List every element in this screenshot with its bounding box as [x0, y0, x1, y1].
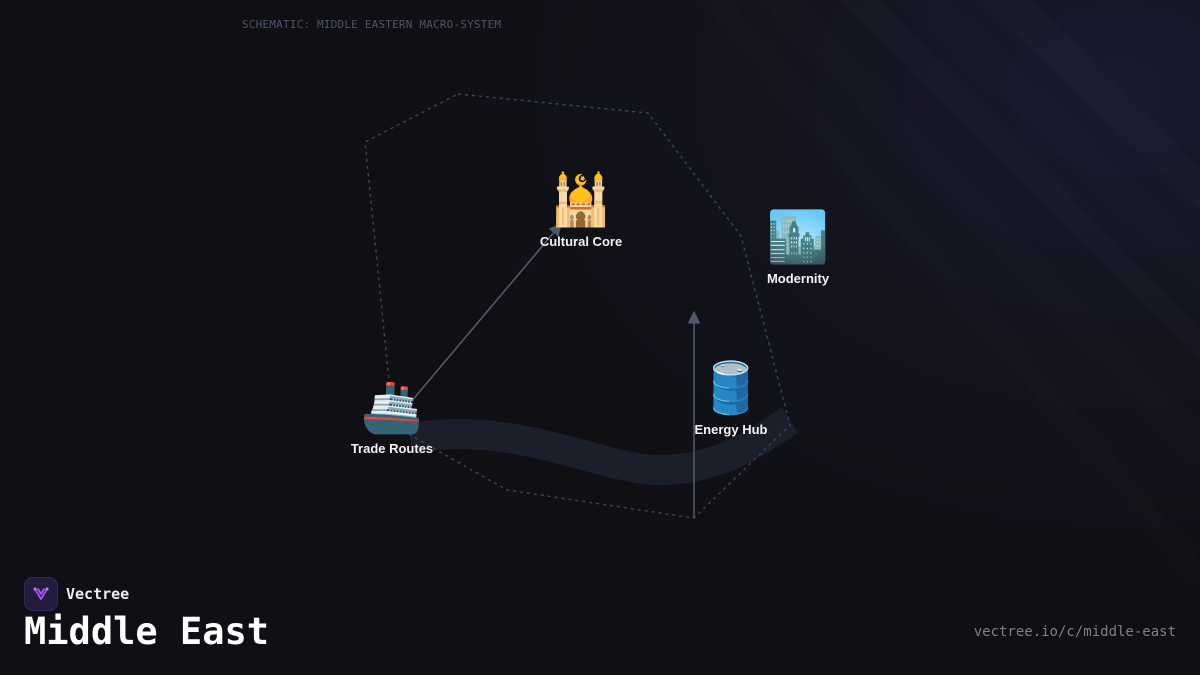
- river-band: [407, 407, 799, 486]
- brand[interactable]: Vectree: [24, 577, 129, 611]
- edge-trade-routes-to-cultural-core: [409, 223, 562, 404]
- node-trade-routes[interactable]: 🚢 Trade Routes: [322, 379, 462, 456]
- node-label: Energy Hub: [694, 422, 768, 437]
- node-label: Trade Routes: [350, 441, 434, 456]
- cityscape-icon: 🏙️: [766, 208, 830, 266]
- region-boundary: [364, 93, 791, 519]
- vectree-logo-icon: [24, 577, 58, 611]
- node-energy-hub[interactable]: 🛢️ Energy Hub: [661, 360, 801, 437]
- ship-icon: 🚢: [360, 378, 424, 436]
- oil-barrel-icon: 🛢️: [699, 359, 763, 417]
- page-title: Middle East: [24, 610, 270, 653]
- schematic-label: SCHEMATIC: MIDDLE EASTERN MACRO-SYSTEM: [242, 18, 502, 31]
- node-label: Cultural Core: [539, 234, 623, 249]
- brand-name: Vectree: [66, 585, 130, 603]
- node-label: Modernity: [766, 271, 830, 286]
- node-cultural-core[interactable]: 🕌 Cultural Core: [511, 172, 651, 249]
- node-modernity[interactable]: 🏙️ Modernity: [728, 209, 868, 286]
- page-url[interactable]: vectree.io/c/middle-east: [973, 624, 1176, 640]
- mosque-icon: 🕌: [549, 171, 613, 229]
